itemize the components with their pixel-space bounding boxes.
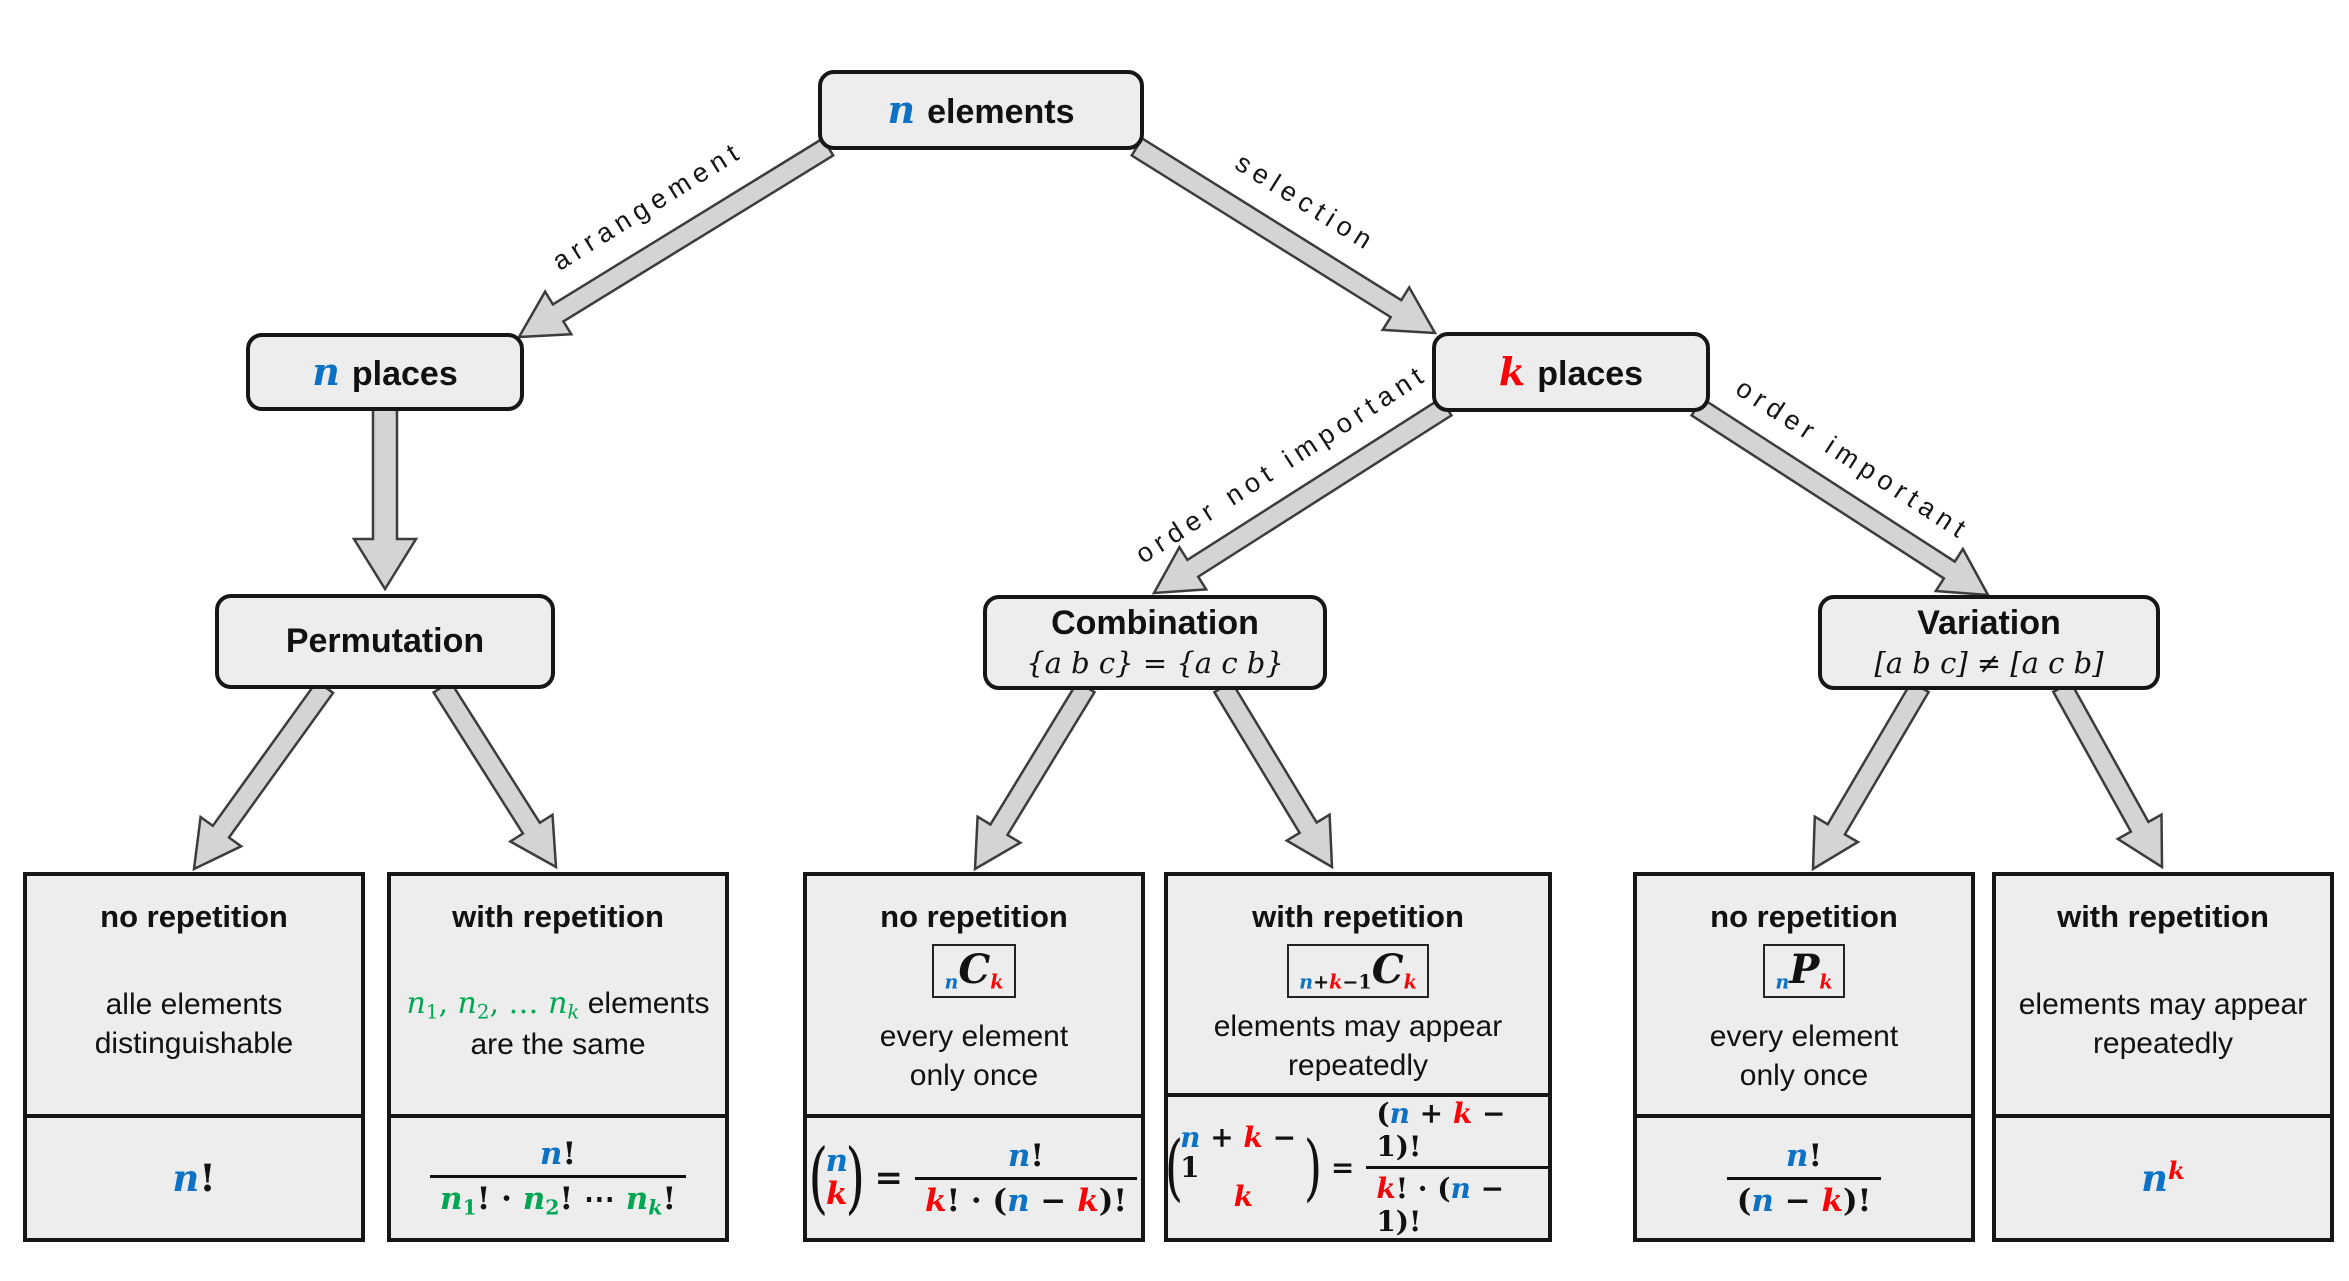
node-variation: Variation [a b c] ≠ [a c b] (1818, 595, 2160, 690)
node-n-elements: n elements (818, 70, 1144, 150)
node-n-places: n places (246, 333, 524, 411)
leaf-combination-with-repetition: with repetition n+k−1Ck elements may app… (1164, 872, 1552, 1242)
node-variation-title: Variation (1917, 604, 2061, 643)
node-permutation: Permutation (215, 594, 555, 689)
leaf-formula: n!n1! · n2! ⋯ nk! (391, 1118, 725, 1238)
leaf-title: no repetition (880, 899, 1068, 934)
arrow-order-important (1689, 396, 1991, 597)
leaf-formula: n! (172, 1156, 216, 1200)
leaf-formula: nk (2141, 1155, 2185, 1201)
arrow-perm-with-rep (431, 679, 558, 870)
var-k: k (1498, 348, 1526, 394)
node-combination: Combination {a b c} = {a c b} (983, 595, 1327, 690)
notation-n+k-1Ck: n+k−1Ck (1287, 944, 1429, 999)
node-k-places: k places (1432, 332, 1710, 412)
node-k-places-label: places (1537, 354, 1644, 393)
var-n: n (312, 348, 340, 394)
arrow-var-no-rep (1811, 680, 1931, 872)
leaf-title: with repetition (2057, 899, 2269, 934)
arrow-perm-no-rep (192, 679, 335, 872)
var-n: n (887, 86, 916, 132)
arrow-selection (1129, 136, 1438, 335)
leaf-title: no repetition (1710, 899, 1898, 934)
node-n-elements-label: elements (927, 92, 1075, 131)
leaf-title: no repetition (100, 899, 288, 934)
node-permutation-title: Permutation (285, 621, 485, 660)
leaf-title: with repetition (1252, 899, 1464, 934)
leaf-title: with repetition (452, 899, 664, 934)
node-variation-subtitle: [a b c] ≠ [a c b] (1874, 645, 2104, 680)
node-n-places-label: places (351, 354, 458, 393)
notation-nCk: nCk (932, 944, 1016, 999)
arrow-arrangement (516, 136, 835, 339)
node-combination-title: Combination (1051, 604, 1259, 643)
leaf-formula: n!(n − k)! (1637, 1118, 1971, 1238)
notation-nPk: nPk (1763, 944, 1845, 999)
node-combination-subtitle: {a b c} = {a c b} (1026, 645, 1284, 680)
arrow-comb-with-rep (1212, 680, 1334, 870)
arrow-n-places-permutation (351, 407, 419, 592)
arrow-var-with-rep (2051, 680, 2164, 870)
arrow-comb-no-rep (973, 680, 1097, 872)
arrow-order-not-important (1151, 396, 1454, 595)
